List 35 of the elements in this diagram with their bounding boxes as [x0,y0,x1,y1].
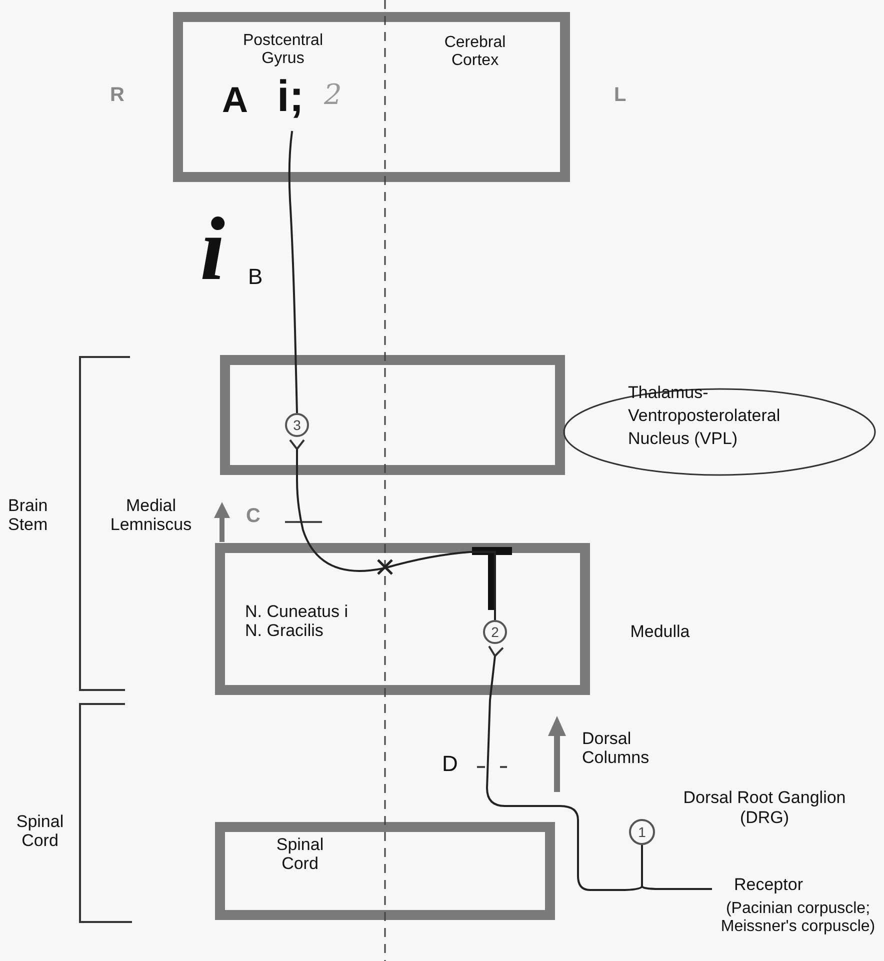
region-label: (Pacinian corpuscle; Meissner's corpuscle) [720,900,876,936]
circled-note [562,386,877,478]
nerve-fiber [289,439,496,620]
neuron-number: 1 [638,825,646,839]
region-box [215,822,555,920]
structure-label: Dorsal Root Ganglion (DRG) [682,788,847,829]
diagram-label: 2 [324,80,342,111]
region-box [215,543,590,695]
neuron-number: 3 [293,418,301,432]
diagram-label: D [442,752,458,776]
region-box [173,12,570,182]
diagram-label: L [614,84,626,106]
structure-label: Medulla [629,622,691,642]
diagram-label: i [200,200,226,299]
neuron-cell-body [629,819,655,845]
diagram-label: C [246,505,260,527]
region-label: Spinal Cord [275,836,325,874]
diagram-label: R [110,84,124,106]
diagram-label: i; [277,73,304,122]
region-label: N. Cuneatus i N. Gracilis [245,603,349,640]
region-label: Postcentral Gyrus [242,32,324,68]
diagram-label: Dorsal Columns [582,730,650,768]
diagram-label: B [248,265,263,290]
diagram-label: Medial Lemniscus [109,497,193,534]
region-label: Cerebral Cortex [443,34,507,70]
nerve-fiber [486,645,643,891]
neuron-cell-body [483,620,507,644]
diagram-label: Spinal Cord [15,813,65,850]
neuron-cell-body [285,413,309,437]
diagram-label: Brain Stem [8,497,49,534]
diagram-label: A [222,80,248,120]
region-label: Receptor [734,876,804,895]
neuron-number: 2 [491,625,499,639]
nerve-fiber [288,130,298,414]
region-box [220,355,565,475]
